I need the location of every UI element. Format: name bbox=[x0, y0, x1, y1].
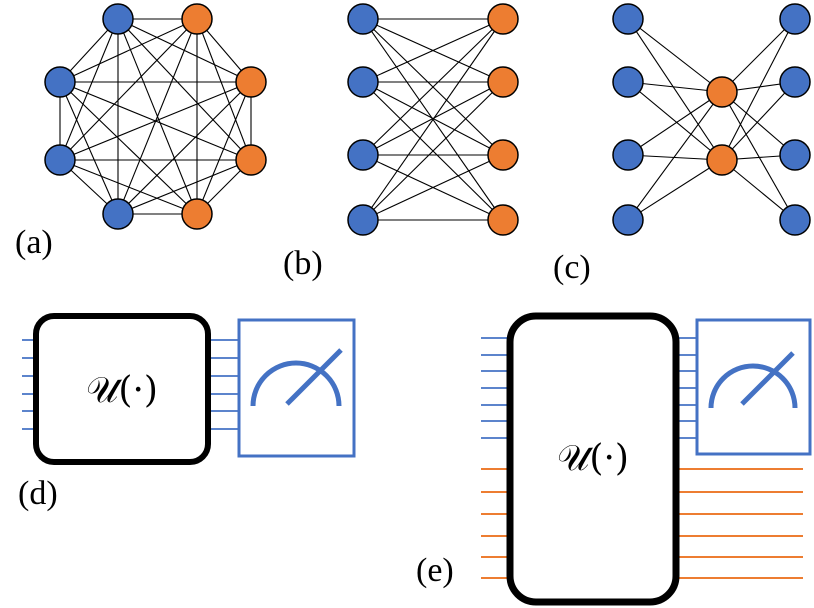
measurement-meter-e bbox=[695, 318, 812, 456]
graph-b-node-blue bbox=[347, 204, 379, 236]
graph-c-node-blue bbox=[779, 3, 811, 35]
graph-b-edges bbox=[362, 18, 504, 221]
graph-a-edge bbox=[117, 18, 252, 161]
graph-c-edge bbox=[627, 91, 723, 156]
meter-arc-icon-e bbox=[708, 363, 798, 409]
graph-a-edge bbox=[59, 159, 198, 215]
graph-a-edge bbox=[59, 18, 198, 83]
panel-label-c: (c) bbox=[553, 249, 591, 286]
graph-a-edge bbox=[59, 18, 119, 161]
panel-label-a: (a) bbox=[15, 224, 53, 261]
graph-a-edge bbox=[196, 18, 252, 161]
panel-label-d: (d) bbox=[18, 475, 58, 512]
meter-arc-icon-d bbox=[250, 360, 342, 407]
unitary-gate-d bbox=[33, 313, 211, 465]
graph-a-edge bbox=[117, 81, 252, 215]
graph-a-edge bbox=[117, 159, 252, 215]
graph-c-node-blue bbox=[612, 204, 644, 236]
graph-c-node-blue bbox=[612, 3, 644, 35]
graph-a-node-blue bbox=[44, 144, 76, 176]
graph-c-node-blue bbox=[779, 204, 811, 236]
graph-c-edge bbox=[627, 18, 723, 161]
graph-a-edge bbox=[196, 81, 252, 215]
graph-b-edge bbox=[362, 154, 504, 221]
graph-a-edge bbox=[59, 81, 252, 161]
graph-a-edge bbox=[117, 18, 198, 215]
graph-b-node-orange bbox=[487, 3, 519, 35]
graph-c-edge bbox=[627, 81, 723, 161]
output-wires-d bbox=[205, 339, 242, 430]
graph-b-node-orange bbox=[487, 204, 519, 236]
graph-b-edge bbox=[362, 18, 504, 156]
measurement-meter-d bbox=[237, 318, 356, 458]
graph-c-edge bbox=[627, 91, 723, 221]
graph-a-node-orange bbox=[181, 198, 213, 230]
graph-a-node-orange bbox=[235, 66, 267, 98]
graph-c-edge bbox=[721, 81, 796, 161]
graph-b-edge bbox=[362, 81, 504, 221]
graph-b-node-orange bbox=[487, 66, 519, 98]
graph-b-node-orange bbox=[487, 139, 519, 171]
graph-b-nodes bbox=[347, 3, 519, 236]
graph-c-node-blue bbox=[779, 66, 811, 98]
graph-c-edge bbox=[721, 91, 796, 156]
graph-c-node-orange bbox=[706, 76, 738, 108]
gate-label-d: 𝒰(·) bbox=[86, 370, 158, 411]
panel-label-e: (e) bbox=[416, 552, 454, 589]
circuit-e: 𝒰(·) bbox=[481, 312, 812, 606]
graph-c-edge bbox=[627, 18, 723, 93]
gate-label-e: 𝒰(·) bbox=[557, 438, 629, 479]
meter-needle-icon-e bbox=[740, 351, 795, 406]
graph-c-node-blue bbox=[612, 139, 644, 171]
graph-a-nodes bbox=[44, 3, 267, 230]
graph-c-edge bbox=[627, 159, 723, 221]
graph-b-edge bbox=[362, 18, 504, 83]
graph-b-node-blue bbox=[347, 3, 379, 35]
graph-a-edge bbox=[59, 18, 198, 161]
hub-graph-c bbox=[612, 3, 811, 236]
bipartite-graph-b bbox=[347, 3, 519, 236]
complete-graph-a bbox=[44, 3, 267, 230]
graph-a-node-blue bbox=[102, 3, 134, 35]
graph-a-edges bbox=[59, 18, 252, 215]
graph-c-node-blue bbox=[779, 139, 811, 171]
graph-c-edges bbox=[627, 18, 796, 221]
graph-c-node-blue bbox=[612, 66, 644, 98]
graph-c-edge bbox=[721, 91, 796, 221]
graph-c-node-orange bbox=[706, 144, 738, 176]
graph-a-node-blue bbox=[44, 66, 76, 98]
graph-c-nodes bbox=[612, 3, 811, 236]
graph-a-edge bbox=[59, 81, 198, 215]
graph-c-edge bbox=[627, 81, 723, 93]
graph-a-node-orange bbox=[235, 144, 267, 176]
graph-c-edge bbox=[721, 18, 796, 93]
graph-b-node-blue bbox=[347, 66, 379, 98]
circuit-d: 𝒰(·) bbox=[22, 313, 356, 465]
graph-a-node-orange bbox=[181, 3, 213, 35]
graph-b-edge bbox=[362, 18, 504, 221]
panel-label-b: (b) bbox=[283, 245, 323, 282]
graph-b-node-blue bbox=[347, 139, 379, 171]
graph-b-edge bbox=[362, 81, 504, 156]
unitary-gate-e bbox=[506, 312, 680, 606]
graph-c-edge bbox=[721, 18, 796, 161]
meter-needle-icon-d bbox=[285, 348, 343, 406]
graph-a-node-blue bbox=[102, 198, 134, 230]
